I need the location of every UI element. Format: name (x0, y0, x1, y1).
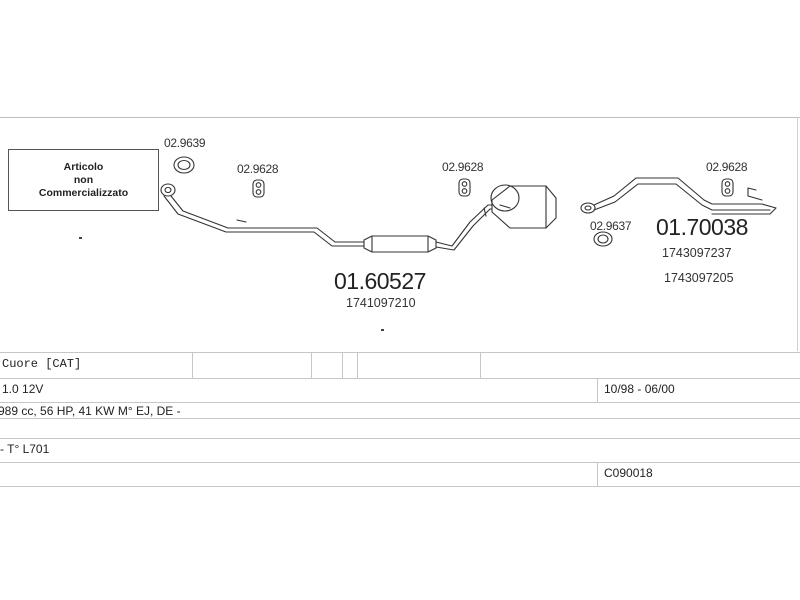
table-divider (480, 352, 481, 378)
not-sold-notice: Articolo non Commercializzato (8, 149, 159, 211)
hanger-rubber-icon-3 (721, 178, 734, 197)
table-divider (192, 352, 193, 378)
table-divider (342, 352, 343, 378)
table-rule (0, 438, 800, 439)
clamp-code-hanger-1: 02.9628 (237, 162, 279, 176)
clamp-code-gasket-ring: 02.9639 (164, 136, 206, 150)
stray-mark (79, 237, 82, 239)
table-divider (357, 352, 358, 378)
table-divider (597, 378, 598, 402)
notice-line-3: Commercializzato (38, 186, 129, 199)
table-rule (0, 402, 800, 403)
hanger-rubber-icon-1 (252, 179, 265, 198)
frame-top-border (0, 117, 800, 118)
table-rule (0, 462, 800, 463)
notice-line-2: non (73, 173, 94, 186)
rear-pipe-part-number: 01.70038 (656, 214, 748, 240)
clamp-code-gasket: 02.9637 (590, 219, 632, 233)
table-divider (597, 462, 598, 486)
stray-mark (381, 329, 384, 331)
gasket-ring-icon (173, 156, 195, 174)
table-rule (0, 486, 800, 487)
rear-pipe-oem-number-2: 1743097205 (664, 271, 734, 285)
vehicle-engine: 1.0 12V (2, 382, 44, 396)
vehicle-years: 10/98 - 06/00 (604, 382, 675, 396)
frame-right-border (797, 117, 798, 351)
clamp-code-hanger-2: 02.9628 (442, 160, 484, 174)
clamp-code-hanger-3: 02.9628 (706, 160, 748, 174)
vehicle-type: - T° L701 (0, 442, 50, 456)
notice-line-1: Articolo (63, 160, 104, 173)
front-pipe-oem-number: 1741097210 (346, 296, 416, 310)
table-rule (0, 378, 800, 379)
gasket-icon (593, 231, 613, 247)
vehicle-model: Cuore [CAT] (2, 357, 82, 371)
hanger-rubber-icon-2 (458, 178, 471, 197)
front-pipe-drawing (160, 183, 557, 253)
table-rule (0, 352, 800, 353)
rear-pipe-drawing (580, 177, 777, 215)
rear-pipe-oem-number-1: 1743097237 (662, 246, 732, 260)
front-pipe-part-number: 01.60527 (334, 268, 426, 294)
vehicle-catalogue-code: C090018 (604, 466, 653, 480)
exhaust-system-drawing (160, 156, 777, 253)
vehicle-specs: 989 cc, 56 HP, 41 KW M° EJ, DE - (0, 404, 181, 418)
table-rule (0, 418, 800, 419)
table-divider (311, 352, 312, 378)
